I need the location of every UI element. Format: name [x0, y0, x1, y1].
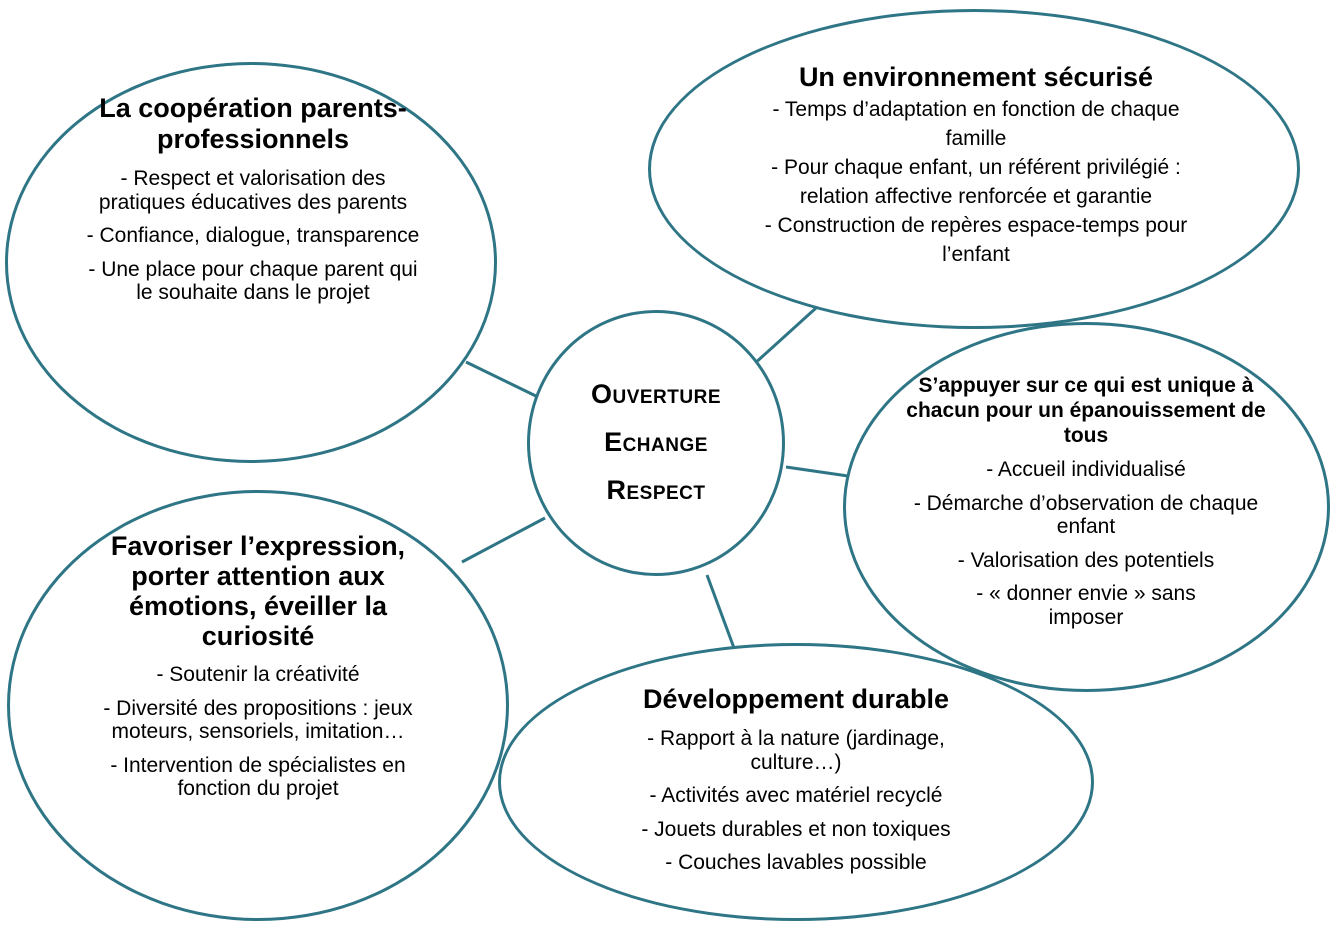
center-bubble: Ouverture Echange Respect — [527, 310, 785, 576]
bubble-unique-content: S’appuyer sur ce qui est unique à chacun… — [906, 373, 1266, 639]
connector-developpement — [705, 574, 736, 649]
bubble-expression-item-3: - Intervention de spécialistes en foncti… — [110, 753, 406, 801]
bubble-developpement-title: Développement durable — [642, 684, 950, 714]
center-word-ouverture: Ouverture — [590, 379, 721, 409]
bubble-cooperation-item-1: - Respect et valorisation des pratiques … — [98, 167, 408, 214]
bubble-environnement-item-3: - Construction de repères espace-temps p… — [764, 214, 1188, 266]
connector-expression — [461, 516, 546, 564]
bubble-expression-content: Favoriser l’expression, porter attention… — [80, 531, 436, 811]
connector-environnement — [751, 306, 818, 367]
bubble-cooperation: La coopération parents-professionnels - … — [5, 62, 497, 463]
bubble-cooperation-title: La coopération parents-professionnels — [99, 93, 407, 154]
bubble-cooperation-item-2: - Confiance, dialogue, transparence — [86, 224, 420, 248]
bubble-expression-title: Favoriser l’expression, porter attention… — [110, 531, 406, 651]
connector-unique — [785, 465, 849, 478]
bubble-developpement: Développement durable - Rapport à la nat… — [498, 643, 1094, 921]
center-word-respect: Respect — [606, 475, 706, 505]
center-word-echange: Echange — [604, 427, 708, 457]
connector-cooperation — [465, 360, 541, 400]
bubble-developpement-content: Développement durable - Rapport à la nat… — [596, 684, 996, 885]
bubble-developpement-item-2: - Activités avec matériel recyclé — [649, 784, 943, 808]
bubble-environnement-title: Un environnement sécurisé — [798, 62, 1154, 92]
bubble-unique: S’appuyer sur ce qui est unique à chacun… — [843, 322, 1330, 692]
bubble-unique-item-4: - « donner envie » sans imposer — [976, 582, 1196, 629]
bubble-developpement-item-1: - Rapport à la nature (jardinage, cultur… — [647, 727, 945, 774]
bubble-expression-item-1: - Soutenir la créativité — [156, 663, 360, 686]
bubble-cooperation-item-3: - Une place pour chaque parent qui le so… — [88, 257, 418, 305]
bubble-cooperation-content: La coopération parents-professionnels - … — [83, 93, 423, 315]
bubble-developpement-item-4: - Couches lavables possible — [665, 851, 927, 875]
bubble-environnement-content: Un environnement sécurisé - Temps d’adap… — [741, 62, 1211, 269]
center-words: Ouverture Echange Respect — [530, 370, 782, 514]
bubble-environnement-item-1: - Temps d’adaptation en fonction de chaq… — [772, 98, 1180, 150]
bubble-developpement-item-3: - Jouets durables et non toxiques — [641, 817, 951, 841]
bubble-environnement: Un environnement sécurisé - Temps d’adap… — [648, 9, 1300, 329]
bubble-expression-item-2: - Diversité des propositions : jeux mote… — [103, 696, 413, 744]
bubble-environnement-item-2: - Pour chaque enfant, un référent privil… — [771, 156, 1181, 208]
bubble-unique-item-3: - Valorisation des potentiels — [957, 548, 1215, 572]
bubble-unique-item-1: - Accueil individualisé — [986, 458, 1186, 481]
bubble-unique-item-2: - Démarche d’observation de chaque enfan… — [913, 491, 1259, 539]
bubble-expression: Favoriser l’expression, porter attention… — [7, 490, 509, 921]
bubble-unique-title: S’appuyer sur ce qui est unique à chacun… — [906, 374, 1266, 447]
